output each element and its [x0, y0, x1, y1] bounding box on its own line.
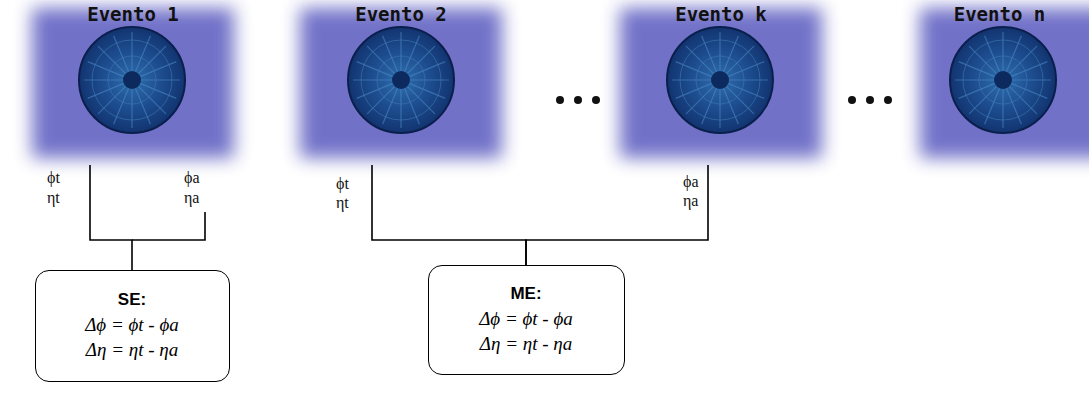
event-panel: Evento 1: [22, 0, 244, 165]
bracket-line: [132, 212, 205, 240]
event-title: Evento 1: [22, 3, 244, 25]
variable-label: ϕa: [683, 173, 699, 191]
event-title: Evento k: [610, 3, 832, 25]
equation-text: Δη = ηt - ηa: [86, 337, 178, 363]
equation-text: Δη = ηt - ηa: [480, 331, 572, 357]
event-panel: Evento 2: [290, 0, 512, 165]
variable-label: ϕa: [184, 169, 200, 187]
event-title: Evento n: [910, 3, 1089, 25]
equation-text: Δϕ = ϕt - ϕa: [85, 312, 179, 338]
event-panel: Evento k: [610, 0, 832, 165]
event-glow: [32, 8, 1089, 158]
box-heading: ME:: [510, 283, 541, 306]
connector-line: [526, 165, 708, 265]
variable-label: ϕt: [336, 175, 349, 193]
connector-line: [372, 165, 526, 265]
box-heading: SE:: [118, 289, 146, 312]
equation-text: Δϕ = ϕt - ϕa: [479, 306, 573, 332]
calculation-box: ME:Δϕ = ϕt - ϕaΔη = ηt - ηa: [428, 265, 625, 375]
event-panel: Evento n: [910, 0, 1089, 165]
event-title: Evento 2: [290, 3, 512, 25]
connector-line: [90, 165, 132, 270]
calculation-box: SE:Δϕ = ϕt - ϕaΔη = ηt - ηa: [35, 270, 230, 382]
variable-label: ηa: [184, 189, 199, 207]
ellipsis-dots: [556, 96, 892, 104]
variable-label: ϕt: [47, 169, 60, 187]
variable-label: ηa: [683, 192, 698, 210]
variable-label: ηt: [336, 194, 349, 212]
detector-image: [79, 27, 1056, 133]
variable-label: ηt: [47, 189, 60, 207]
